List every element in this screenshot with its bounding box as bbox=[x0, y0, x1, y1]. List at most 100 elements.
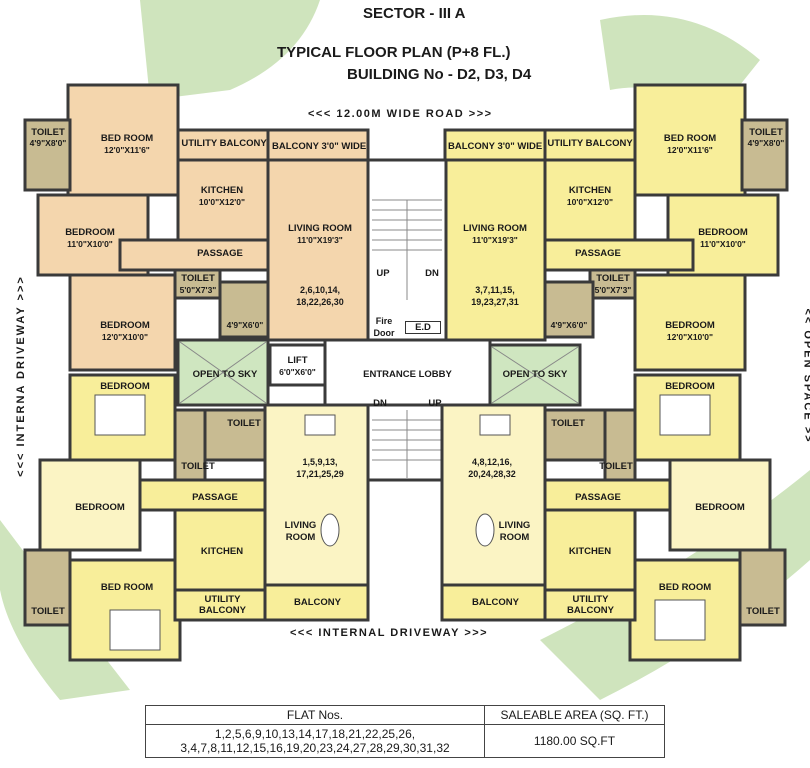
road-right-label: << OPEN SPACE >> bbox=[801, 308, 810, 444]
flat-numbers: 18,22,26,30 bbox=[296, 297, 344, 307]
stair-up-label: UP bbox=[428, 398, 442, 409]
kitchen-label: KITCHEN bbox=[568, 546, 612, 557]
table-row: 1,2,5,6,9,10,13,14,17,18,21,22,25,26, 3,… bbox=[145, 724, 665, 758]
flat-numbers: 3,7,11,15, bbox=[475, 285, 515, 295]
living-room-label: LIVING ROOM bbox=[288, 223, 352, 234]
toilet-label: TOILET bbox=[181, 461, 215, 472]
stair-dn-label: DN bbox=[373, 398, 387, 409]
bedroom-label: BED ROOM bbox=[100, 582, 154, 593]
kitchen-dim: 10'0"X12'0" bbox=[198, 197, 246, 207]
flat-numbers: 2,6,10,14, bbox=[299, 285, 341, 295]
bedroom-label: BED ROOM bbox=[663, 133, 717, 144]
utility-balcony-label: BALCONY bbox=[199, 605, 246, 616]
lift-label: LIFT bbox=[287, 355, 308, 366]
bedroom-label: BEDROOM bbox=[65, 227, 115, 238]
fire-door-label: Fire bbox=[375, 316, 393, 326]
table-header-row: FLAT Nos. SALEABLE AREA (SQ. FT.) bbox=[145, 705, 665, 725]
table-cell-area: 1180.00 SQ.FT bbox=[484, 724, 665, 758]
toilet-dim: 4'9"X6'0" bbox=[550, 320, 588, 330]
flat-numbers: 20,24,28,32 bbox=[468, 469, 516, 479]
bedroom-label: BED ROOM bbox=[100, 133, 154, 144]
toilet-label: TOILET bbox=[31, 606, 65, 617]
bedroom-label: BED ROOM bbox=[658, 582, 712, 593]
road-top-label: <<< 12.00M WIDE ROAD >>> bbox=[308, 108, 493, 120]
lift-dim: 6'0"X6'0" bbox=[279, 367, 316, 377]
bedroom-label: BEDROOM bbox=[665, 381, 715, 392]
landscape-patch-top bbox=[140, 0, 320, 100]
stair-dn-label: DN bbox=[425, 268, 439, 279]
toilet-label: TOILET bbox=[746, 606, 780, 617]
kitchen-label: KITCHEN bbox=[200, 185, 244, 196]
flat-nos-line: 1,2,5,6,9,10,13,14,17,18,21,22,25,26, bbox=[214, 727, 416, 741]
living-room-label: LIVING bbox=[284, 520, 317, 531]
building-subtitle: BUILDING No - D2, D3, D4 bbox=[347, 66, 532, 83]
balcony-label: BALCONY 3'0" WIDE bbox=[272, 141, 367, 152]
toilet-label: TOILET bbox=[181, 273, 215, 284]
toilet-label: TOILET bbox=[749, 127, 783, 138]
bedroom-label: BEDROOM bbox=[100, 381, 150, 392]
furniture bbox=[94, 394, 711, 651]
flat-numbers: 19,23,27,31 bbox=[471, 297, 519, 307]
utility-balcony-label: UTILITY BALCONY bbox=[181, 138, 267, 149]
bedroom-label: BEDROOM bbox=[75, 502, 125, 513]
flat-numbers: 4,8,12,16, bbox=[471, 457, 513, 467]
flat-numbers: 1,5,9,13, bbox=[302, 457, 338, 467]
living-room-label: LIVING bbox=[498, 520, 531, 531]
utility-balcony-label: UTILITY bbox=[572, 594, 609, 605]
toilet-dim: 4'9"X6'0" bbox=[226, 320, 264, 330]
living-room-dim: 11'0"X19'3" bbox=[297, 235, 343, 245]
bedroom-dim: 12'0"X11'6" bbox=[104, 145, 150, 155]
stair-up-label: UP bbox=[376, 268, 390, 279]
electrical-duct-label: E.D bbox=[405, 321, 441, 334]
toilet-label: TOILET bbox=[599, 461, 633, 472]
kitchen-label: KITCHEN bbox=[568, 185, 612, 196]
living-room-label: ROOM bbox=[285, 532, 316, 543]
entrance-lobby-label: ENTRANCE LOBBY bbox=[363, 369, 452, 380]
table-cell-flat-nos: 1,2,5,6,9,10,13,14,17,18,21,22,25,26, 3,… bbox=[145, 724, 485, 758]
fire-door-label: Door bbox=[373, 328, 395, 338]
passage-label: PASSAGE bbox=[575, 492, 621, 503]
passage-label: PASSAGE bbox=[192, 492, 238, 503]
toilet-label: TOILET bbox=[31, 127, 65, 138]
saleable-area-table: FLAT Nos. SALEABLE AREA (SQ. FT.) 1,2,5,… bbox=[145, 705, 665, 758]
sector-title: SECTOR - III A bbox=[363, 5, 466, 22]
passage-label: PASSAGE bbox=[575, 248, 621, 259]
utility-balcony-label: UTILITY bbox=[204, 594, 241, 605]
living-room-dim: 11'0"X19'3" bbox=[472, 235, 518, 245]
table-header-saleable-area: SALEABLE AREA (SQ. FT.) bbox=[484, 705, 665, 725]
bedroom-dim: 11'0"X10'0" bbox=[700, 239, 746, 249]
bedroom-dim: 12'0"X10'0" bbox=[101, 332, 149, 342]
flat-bottom-right bbox=[440, 373, 787, 662]
flat-bottom-left bbox=[23, 373, 370, 662]
kitchen-dim: 10'0"X12'0" bbox=[566, 197, 614, 207]
page-title: TYPICAL FLOOR PLAN (P+8 FL.) bbox=[277, 44, 511, 61]
flat-nos-line: 3,4,7,8,11,12,15,16,19,20,23,24,27,28,29… bbox=[180, 741, 450, 755]
utility-balcony-label: UTILITY BALCONY bbox=[547, 138, 633, 149]
flat-top-right bbox=[443, 83, 789, 372]
toilet-label: TOILET bbox=[551, 418, 585, 429]
toilet-dim: 4'9"X8'0" bbox=[747, 138, 785, 148]
flat-numbers: 17,21,25,29 bbox=[296, 469, 344, 479]
toilet-dim: 5'0"X7'3" bbox=[179, 285, 217, 295]
toilet-dim: 5'0"X7'3" bbox=[594, 285, 632, 295]
bedroom-label: BEDROOM bbox=[100, 320, 150, 331]
living-room-label: LIVING ROOM bbox=[463, 223, 527, 234]
toilet-label: TOILET bbox=[227, 418, 261, 429]
bedroom-dim: 12'0"X11'6" bbox=[667, 145, 713, 155]
open-to-sky-label: OPEN TO SKY bbox=[192, 369, 258, 380]
bedroom-dim: 11'0"X10'0" bbox=[67, 239, 113, 249]
balcony-label: BALCONY 3'0" WIDE bbox=[448, 141, 543, 152]
kitchen-label: KITCHEN bbox=[200, 546, 244, 557]
open-to-sky-label: OPEN TO SKY bbox=[502, 369, 568, 380]
bedroom-label: BEDROOM bbox=[695, 502, 745, 513]
table-header-flat-nos: FLAT Nos. bbox=[145, 705, 485, 725]
balcony-label: BALCONY bbox=[472, 597, 519, 608]
passage-label: PASSAGE bbox=[197, 248, 243, 259]
toilet-label: TOILET bbox=[596, 273, 630, 284]
bedroom-label: BEDROOM bbox=[665, 320, 715, 331]
utility-balcony-label: BALCONY bbox=[567, 605, 614, 616]
road-bottom-label: <<< INTERNAL DRIVEWAY >>> bbox=[290, 627, 489, 639]
road-left-label: <<< INTERNA DRIVEWAY >>> bbox=[14, 275, 27, 477]
bedroom-dim: 12'0"X10'0" bbox=[666, 332, 714, 342]
